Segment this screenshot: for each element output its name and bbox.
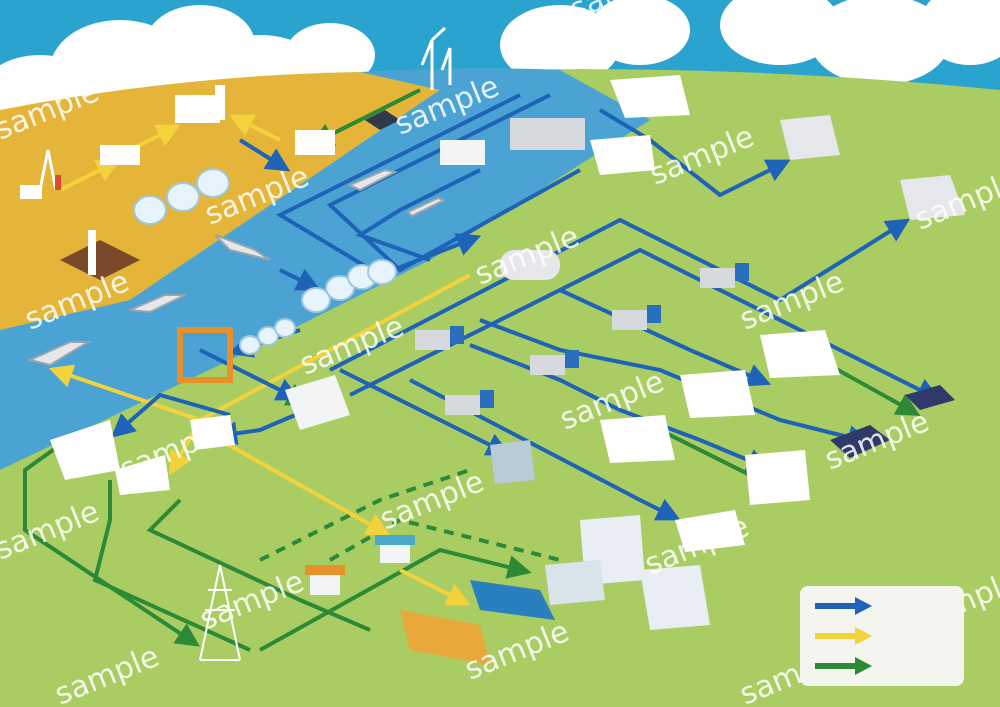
lng-tank-icon xyxy=(239,259,397,355)
gas-holder-tank xyxy=(500,250,560,280)
tanker-ship-icon xyxy=(26,168,447,367)
solar-panel-icon xyxy=(365,110,400,130)
legend-arrow-head xyxy=(855,657,872,675)
port-crane xyxy=(177,327,233,383)
clouds xyxy=(0,0,1000,135)
city-buildings-icon xyxy=(545,515,710,630)
wind-turbine-icon xyxy=(420,26,452,90)
legend-arrows xyxy=(815,597,872,675)
power-tower-icon xyxy=(199,564,241,661)
water-channel xyxy=(0,68,650,471)
oil-well-pit xyxy=(60,240,140,280)
oil-rig-icon xyxy=(20,149,61,199)
flows-yellow xyxy=(48,114,471,606)
lng-container-stack xyxy=(440,140,485,165)
lng-carrier-ship xyxy=(510,118,585,150)
factory-icon xyxy=(50,75,965,552)
legend-arrow-head xyxy=(855,597,872,615)
import-terminal xyxy=(177,118,585,383)
oil-field-area xyxy=(20,85,335,280)
truck-icon xyxy=(415,263,749,415)
solar-panel-icon xyxy=(830,385,955,458)
bus-icon xyxy=(400,580,555,665)
legend-arrow-head xyxy=(855,627,872,645)
refinery-icon xyxy=(100,85,335,165)
legend-box xyxy=(800,586,964,686)
gas-station-icon xyxy=(305,535,415,595)
oil-well-pipe xyxy=(88,230,96,275)
lng-tank-icon xyxy=(133,168,230,225)
